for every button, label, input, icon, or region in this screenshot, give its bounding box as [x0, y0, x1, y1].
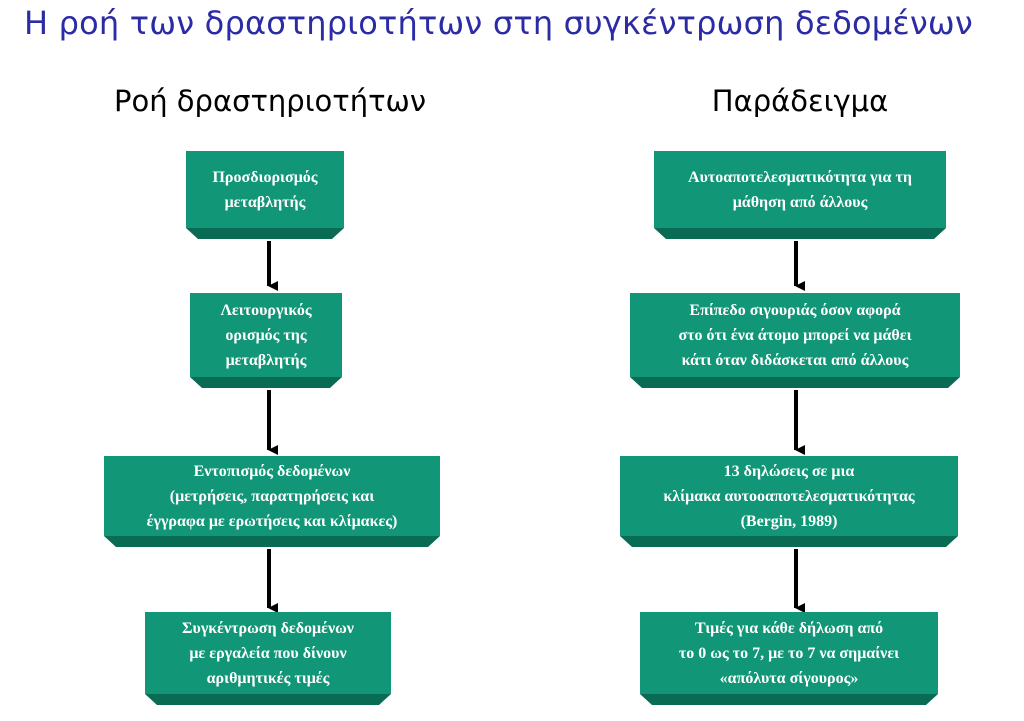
left-step-2: Λειτουργικός ορισμός της μεταβλητής [190, 293, 342, 377]
right-step-3: 13 δηλώσεις σε μια κλίμακα αυτοοαποτελεσ… [620, 456, 958, 536]
slide-title: Η ροή των δραστηριοτήτων στη συγκέντρωση… [24, 4, 973, 42]
left-step-3: Εντοπισμός δεδομένων (μετρήσεις, παρατηρ… [104, 456, 440, 536]
left-column-heading: Ροή δραστηριοτήτων [113, 84, 427, 118]
right-column-heading: Παράδειγμα [711, 84, 889, 118]
left-step-2-text: Λειτουργικός ορισμός της μεταβλητής [220, 301, 312, 369]
left-step-4-text: Συγκέντρωση δεδομένων με εργαλεία που δί… [182, 619, 354, 687]
left-step-1: Προσδιορισμός μεταβλητής [186, 151, 344, 228]
right-step-2-text: Επίπεδο σιγουριάς όσον αφορά στο ότι ένα… [678, 301, 912, 369]
left-step-3-text: Εντοπισμός δεδομένων (μετρήσεις, παρατηρ… [146, 462, 398, 530]
right-step-3-text: 13 δηλώσεις σε μια κλίμακα αυτοοαποτελεσ… [663, 462, 915, 530]
right-step-2: Επίπεδο σιγουριάς όσον αφορά στο ότι ένα… [630, 293, 960, 377]
left-step-4: Συγκέντρωση δεδομένων με εργαλεία που δί… [145, 612, 391, 694]
right-step-4-text: Τιμές για κάθε δήλωση από το 0 ως το 7, … [678, 619, 900, 687]
right-step-1-text: Αυτοαποτελεσματικότητα για τη μάθηση από… [688, 168, 912, 211]
right-step-4: Τιμές για κάθε δήλωση από το 0 ως το 7, … [640, 612, 938, 694]
left-step-1-text: Προσδιορισμός μεταβλητής [212, 168, 318, 211]
right-step-1: Αυτοαποτελεσματικότητα για τη μάθηση από… [654, 151, 946, 228]
